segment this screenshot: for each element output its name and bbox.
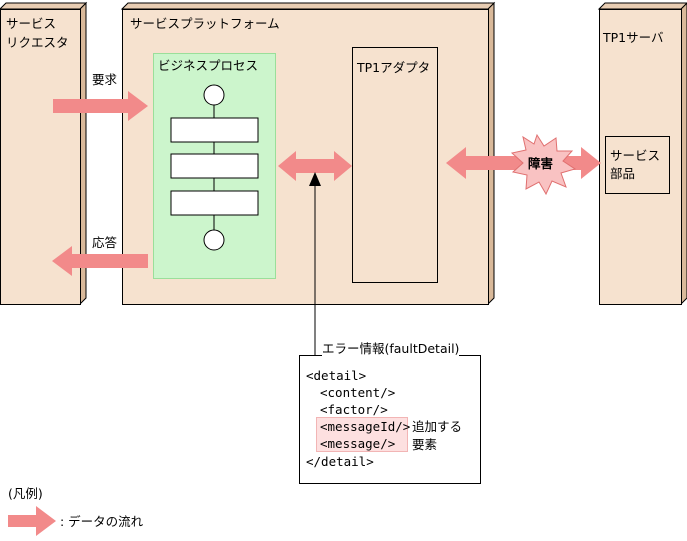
response-arrow: [52, 246, 148, 276]
added-elements-note-line2: 要素: [412, 437, 438, 452]
xml-line-detail-close: </detail>: [306, 454, 374, 469]
legend-title: (凡例): [8, 486, 43, 501]
requester-title-line1: サービス: [6, 16, 57, 31]
adapter-title: TP1アダプタ: [357, 60, 431, 75]
xml-line-detail-open: <detail>: [306, 368, 367, 383]
xml-line-factor: <factor/>: [320, 402, 388, 417]
process-adapter-arrow: [278, 151, 352, 181]
error-connector-arrowhead: [309, 172, 321, 186]
legend-arrow-icon: [8, 506, 56, 536]
highlight-added-elements: [316, 417, 408, 452]
service-part-line1: サービス: [610, 148, 661, 163]
legend-item-label: : データの流れ: [60, 514, 144, 529]
tp1-adapter-box: [352, 47, 438, 283]
added-elements-note-line1: 追加する: [412, 419, 463, 434]
business-process-title: ビジネスプロセス: [158, 58, 259, 73]
requester-title-line2: リクエスタ: [6, 35, 69, 50]
platform-title: サービスプラットフォーム: [130, 16, 280, 31]
failure-burst: [510, 133, 577, 196]
service-part-box: [605, 136, 670, 194]
process-step-3: [170, 190, 259, 216]
request-arrow: [53, 91, 148, 121]
xml-line-message: <message/>: [320, 436, 396, 451]
process-step-2: [170, 153, 259, 179]
response-label: 応答: [92, 235, 118, 250]
error-info-title: エラー情報(faultDetail): [322, 341, 460, 356]
process-end-node: [203, 229, 225, 251]
service-part-line2: 部品: [610, 166, 636, 181]
process-start-node: [203, 84, 225, 106]
xml-line-content: <content/>: [320, 385, 396, 400]
failure-label: 障害: [528, 156, 554, 171]
process-step-1: [170, 117, 259, 143]
xml-line-messageid: <messageId/>: [320, 419, 411, 434]
server-title: TP1サーバ: [603, 30, 664, 45]
request-label: 要求: [92, 72, 118, 87]
